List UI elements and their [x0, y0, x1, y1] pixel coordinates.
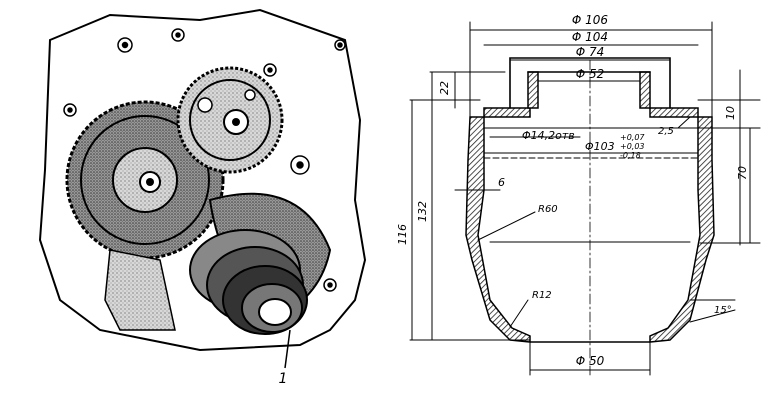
dim-22: 22 — [438, 81, 451, 95]
dim-phi74: Φ 74 — [576, 45, 605, 59]
dim-70: 70 — [736, 166, 749, 180]
sleeve-section-drawing: Φ 106 Φ 104 Φ 74 Φ 52 Φ14,2отв Φ103 +0,0… — [396, 13, 761, 376]
engine-front-illustration: 1 — [38, 8, 367, 387]
puller-tool — [189, 229, 308, 335]
dim-phi103-tol-bot: -0,18 — [620, 151, 641, 160]
dim-phi50: Φ 50 — [576, 354, 605, 368]
dim-phi14-holes: Φ14,2отв — [522, 129, 575, 142]
callout-leader — [284, 329, 291, 369]
flange-bolts — [63, 28, 346, 292]
dim-phi106: Φ 106 — [572, 13, 609, 27]
callout-label: 1 — [279, 371, 288, 387]
dim-phi103: Φ103 — [585, 140, 615, 153]
dim-angle-15: 15° — [714, 305, 732, 316]
dim-phi103-tol-top: +0,07 — [620, 133, 645, 142]
dim-116: 116 — [396, 224, 409, 245]
lower-bracket — [104, 249, 176, 331]
top-dimension-lines — [469, 21, 713, 118]
dim-phi103-tol-mid: +0,03 — [620, 142, 645, 151]
dim-phi104: Φ 104 — [572, 30, 608, 44]
dim-10: 10 — [724, 106, 737, 120]
dim-phi52: Φ 52 — [576, 67, 605, 81]
engine-block-outline — [38, 8, 367, 352]
collar-outline — [509, 57, 671, 109]
dim-6: 6 — [498, 176, 505, 189]
dim-132: 132 — [416, 201, 429, 222]
dim-r12: R12 — [532, 290, 552, 301]
sleeve-wall-section — [465, 71, 715, 343]
dim-2-5: 2,5 — [658, 126, 674, 137]
dim-r60: R60 — [538, 204, 558, 215]
camshaft-gear — [176, 66, 284, 174]
